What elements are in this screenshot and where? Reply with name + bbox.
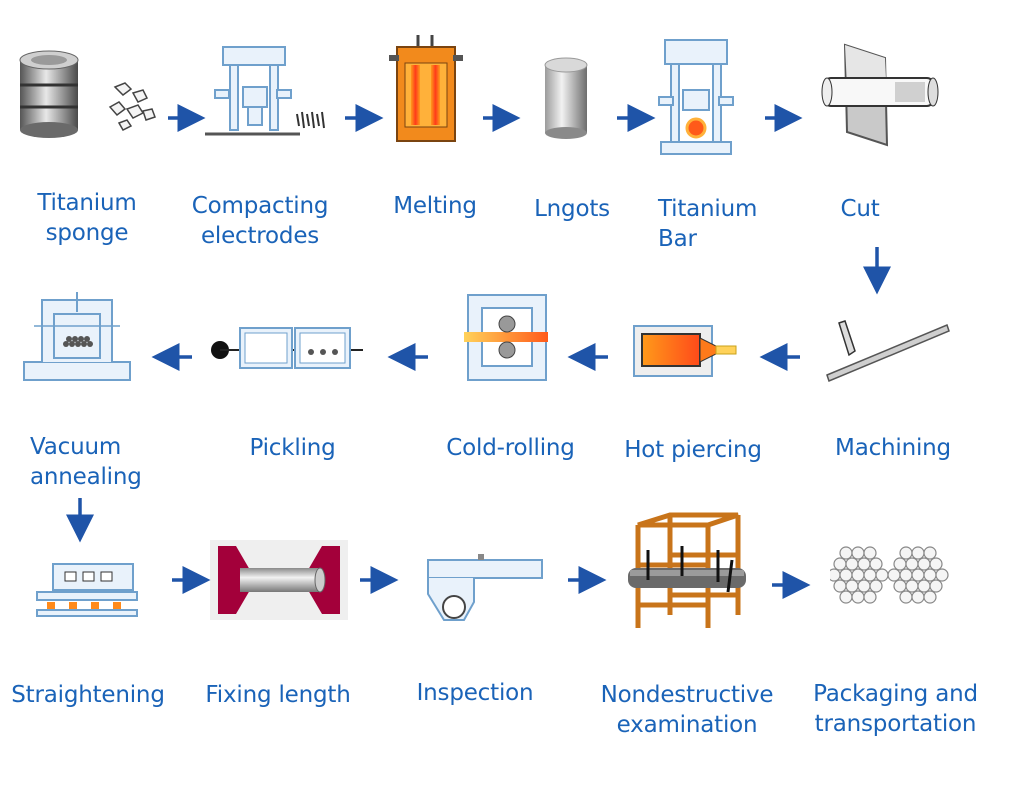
tube-bundle-icon [830,546,949,604]
furnace-icon [389,35,463,142]
caliper-icon [427,554,543,621]
step-label: Fixing length [205,682,351,708]
hot-piercing-icon [633,325,737,377]
step-label: Cold-rolling [446,435,575,461]
tube-cutting-icon [210,540,348,620]
rolling-mill-icon [464,294,548,381]
straightener-icon [36,563,138,617]
step-label: Inspection [416,680,534,706]
press-icon [205,46,325,136]
step-label: Cut [840,196,880,222]
saw-cut-icon [821,43,939,147]
forging-press-icon [658,39,734,155]
pickling-tank-icon [211,327,363,369]
vacuum-furnace-icon [23,292,131,381]
step-label: Straightening [11,682,165,708]
ingot-icon [544,57,588,139]
step-label: Hot piercing [624,437,762,463]
ndt-rack-icon [628,512,746,628]
titanium-sponge-icon [19,50,156,138]
step-label: Lngots [534,196,610,222]
lathe-tool-icon [826,320,950,383]
step-label: Pickling [249,435,336,461]
step-label: Machining [835,435,951,461]
step-label: Melting [393,193,477,219]
